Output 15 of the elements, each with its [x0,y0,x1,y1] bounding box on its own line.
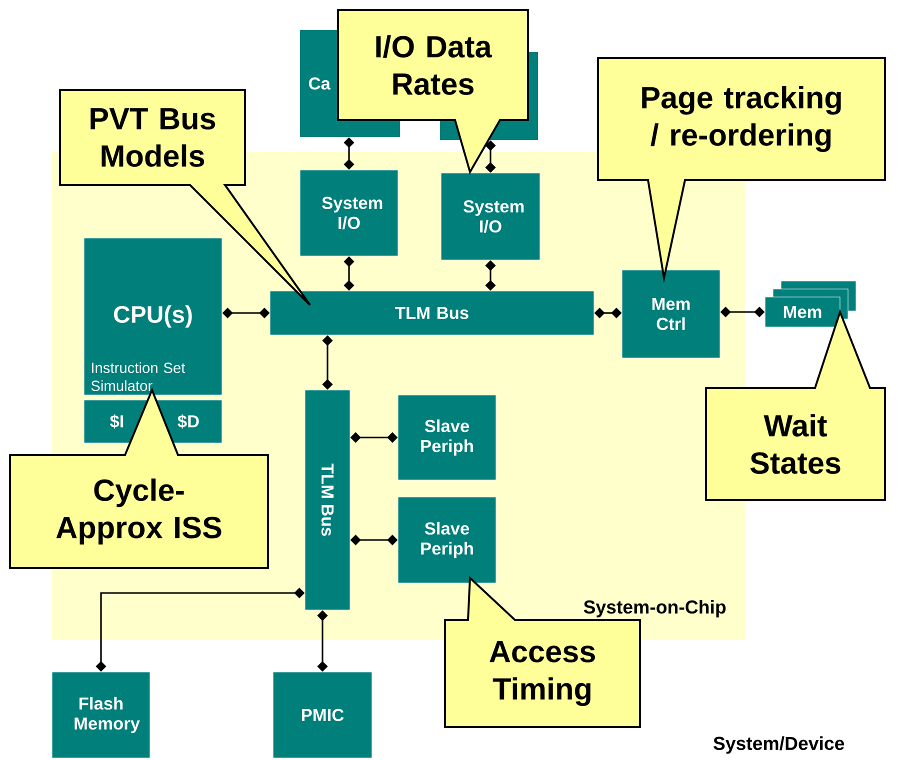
block-box: System I/O [440,172,540,260]
block-box: Slave Periph [398,496,496,584]
block-box: Mem Ctrl [622,270,720,358]
callout: Page tracking / re-ordering [597,57,886,284]
block-box: Slave Periph [398,394,496,480]
block-box: System I/O [300,170,398,256]
callout: I/O Data Rates [337,9,529,175]
memory-stack: Mem [764,280,856,328]
block-box: Flash Memory [52,672,150,758]
bus-bar: TLM Bus [304,390,350,610]
block-box: PMIC [272,672,372,758]
corner-label: System/Device [714,736,844,754]
cpu-box: CPU(s) Instruction Set Simulator [84,238,222,396]
bus-bar: TLM Bus [270,290,594,336]
callout: PVT Bus Models [59,89,311,306]
